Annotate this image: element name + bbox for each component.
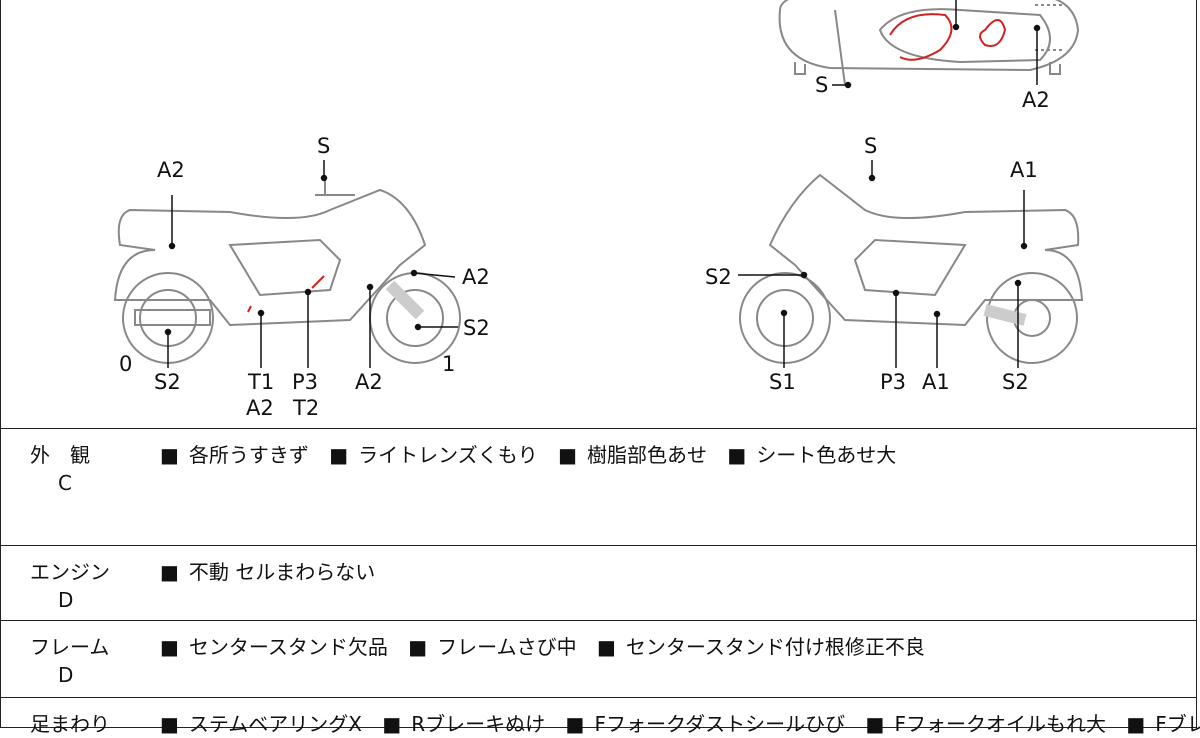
label-right-front: S2: [705, 265, 732, 289]
label-left-front: A2: [462, 265, 490, 289]
label-top-s: S: [815, 73, 829, 97]
category-label: フレーム: [30, 635, 110, 659]
grade-value: C: [58, 471, 72, 495]
scooter-left-view: [113, 175, 461, 364]
item-list: ■センタースタンド欠品 ■フレームさび中 ■センタースタンド付け根修正不良: [160, 635, 925, 659]
vehicle-condition-diagram: S A2 S A2 A2 S2 0 1 S2 T1 A2 P3 T2 A2 S …: [113, 0, 1084, 420]
item: センタースタンド付け根修正不良: [625, 635, 925, 659]
item: 各所うすきず: [188, 443, 309, 467]
label-t2: T2: [293, 396, 320, 420]
scooter-illustrations: [113, 0, 1084, 368]
item: フレームさび中: [437, 635, 577, 659]
section-engine: エンジン D ■不動 セルまわらない: [0, 545, 1197, 621]
label-top-a2: A2: [1022, 88, 1050, 112]
item-list: ■ステムベアリングX ■Rブレーキぬけ ■Fフォークダストシールひび ■Fフォー…: [160, 708, 1200, 737]
item: ライトレンズくもり: [358, 443, 538, 467]
grade-value: D: [58, 588, 74, 612]
category-label: 足まわり: [30, 712, 110, 736]
grade-value: D: [58, 663, 74, 687]
item-list: ■各所うすきず ■ライトレンズくもり ■樹脂部色あせ ■シート色あせ大: [160, 443, 897, 467]
label-left-p3: P3: [292, 370, 319, 394]
label-a2-under: A2: [246, 396, 274, 420]
section-exterior: 外 観 C ■各所うすきず ■ライトレンズくもり ■樹脂部色あせ ■シート色あせ…: [0, 428, 1197, 546]
label-left-s: S: [317, 134, 331, 158]
label-left-rear-wheel: S2: [154, 370, 181, 394]
label-right-s: S: [864, 134, 878, 158]
item: Fブレー: [1155, 712, 1200, 736]
item-list: ■不動 セルまわらない: [160, 560, 376, 584]
label-left-seat: A2: [157, 158, 185, 182]
section-suspension: 足まわり ■ステムベアリングX ■Rブレーキぬけ ■Fフォークダストシールひび …: [0, 697, 1200, 738]
scooter-top-view: [778, 0, 1080, 86]
category-label: 外 観: [30, 443, 90, 467]
item: Fフォークオイルもれ大: [894, 712, 1106, 736]
label-t1: T1: [248, 370, 275, 394]
label-left-a2-floor: A2: [355, 370, 383, 394]
label-right-p3: P3: [880, 370, 907, 394]
label-zero: 0: [119, 352, 133, 376]
item: 樹脂部色あせ: [587, 443, 708, 467]
label-one: 1: [442, 352, 456, 376]
category-label: エンジン: [30, 560, 110, 584]
label-right-rear: S2: [1002, 370, 1029, 394]
item: Rブレーキぬけ: [411, 712, 546, 736]
scooter-right-view: [739, 173, 1084, 364]
item: シート色あせ大: [756, 443, 897, 467]
item: センタースタンド欠品: [188, 635, 388, 659]
label-right-front-wheel: S1: [769, 370, 796, 394]
label-right-seat: A1: [1010, 158, 1038, 182]
item: ステムベアリングX: [188, 712, 363, 736]
label-right-a1: A1: [922, 370, 950, 394]
label-left-front-wheel: S2: [463, 316, 490, 340]
item: Fフォークダストシールひび: [594, 712, 846, 736]
item: 不動 セルまわらない: [188, 560, 376, 584]
section-frame: フレーム D ■センタースタンド欠品 ■フレームさび中 ■センタースタンド付け根…: [0, 620, 1197, 698]
